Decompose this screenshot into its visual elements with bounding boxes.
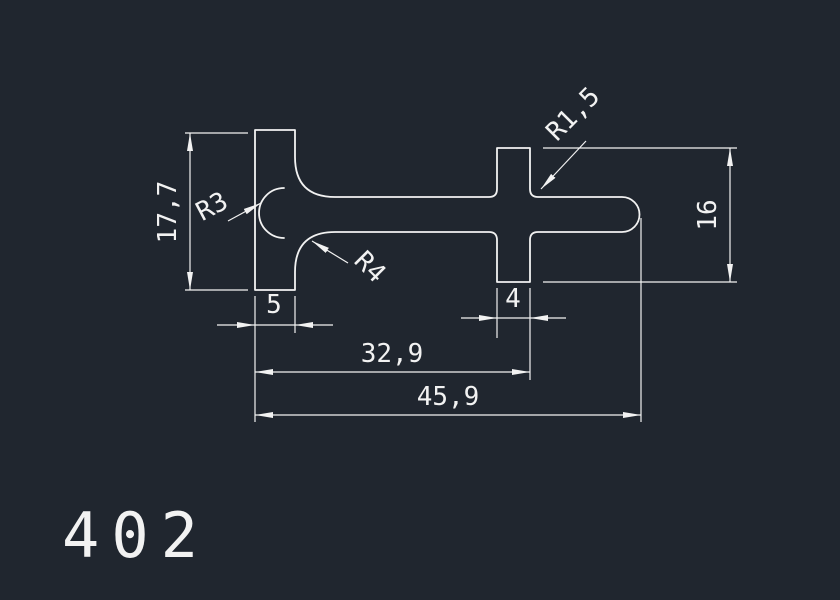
radius-text-top-fillet: R1,5 [541, 82, 606, 147]
dimension-stem-width [461, 288, 566, 380]
leader-line [540, 140, 587, 190]
dimension-text-stem-width: 4 [505, 284, 521, 314]
dimension-text-right-height: 16 [693, 199, 723, 230]
dimension-left-height [185, 132, 248, 291]
leader-radius-bottom-fillet [311, 240, 349, 264]
leader-line [227, 202, 262, 222]
dimension-right-height [543, 147, 737, 283]
dimension-total-width [255, 218, 642, 422]
screw-notch-arc [258, 187, 285, 239]
dimension-text-left-height: 17,7 [153, 181, 183, 244]
leader-radius-notch [227, 202, 262, 222]
dimension-text-total-width: 45,9 [417, 382, 480, 412]
profile-outline [254, 129, 641, 291]
dimension-text-flange-width: 5 [266, 290, 282, 320]
profile-geometry [254, 129, 641, 291]
dimension-text-inner-width: 32,9 [361, 339, 424, 369]
leader-line [311, 240, 349, 264]
leader-radius-top-fillet [540, 140, 587, 190]
radius-text-bottom-fillet: R4 [348, 246, 391, 289]
radius-text-notch: R3 [191, 186, 233, 227]
dimension-flange-width [217, 296, 333, 422]
drawing-number: 402 [62, 499, 210, 572]
